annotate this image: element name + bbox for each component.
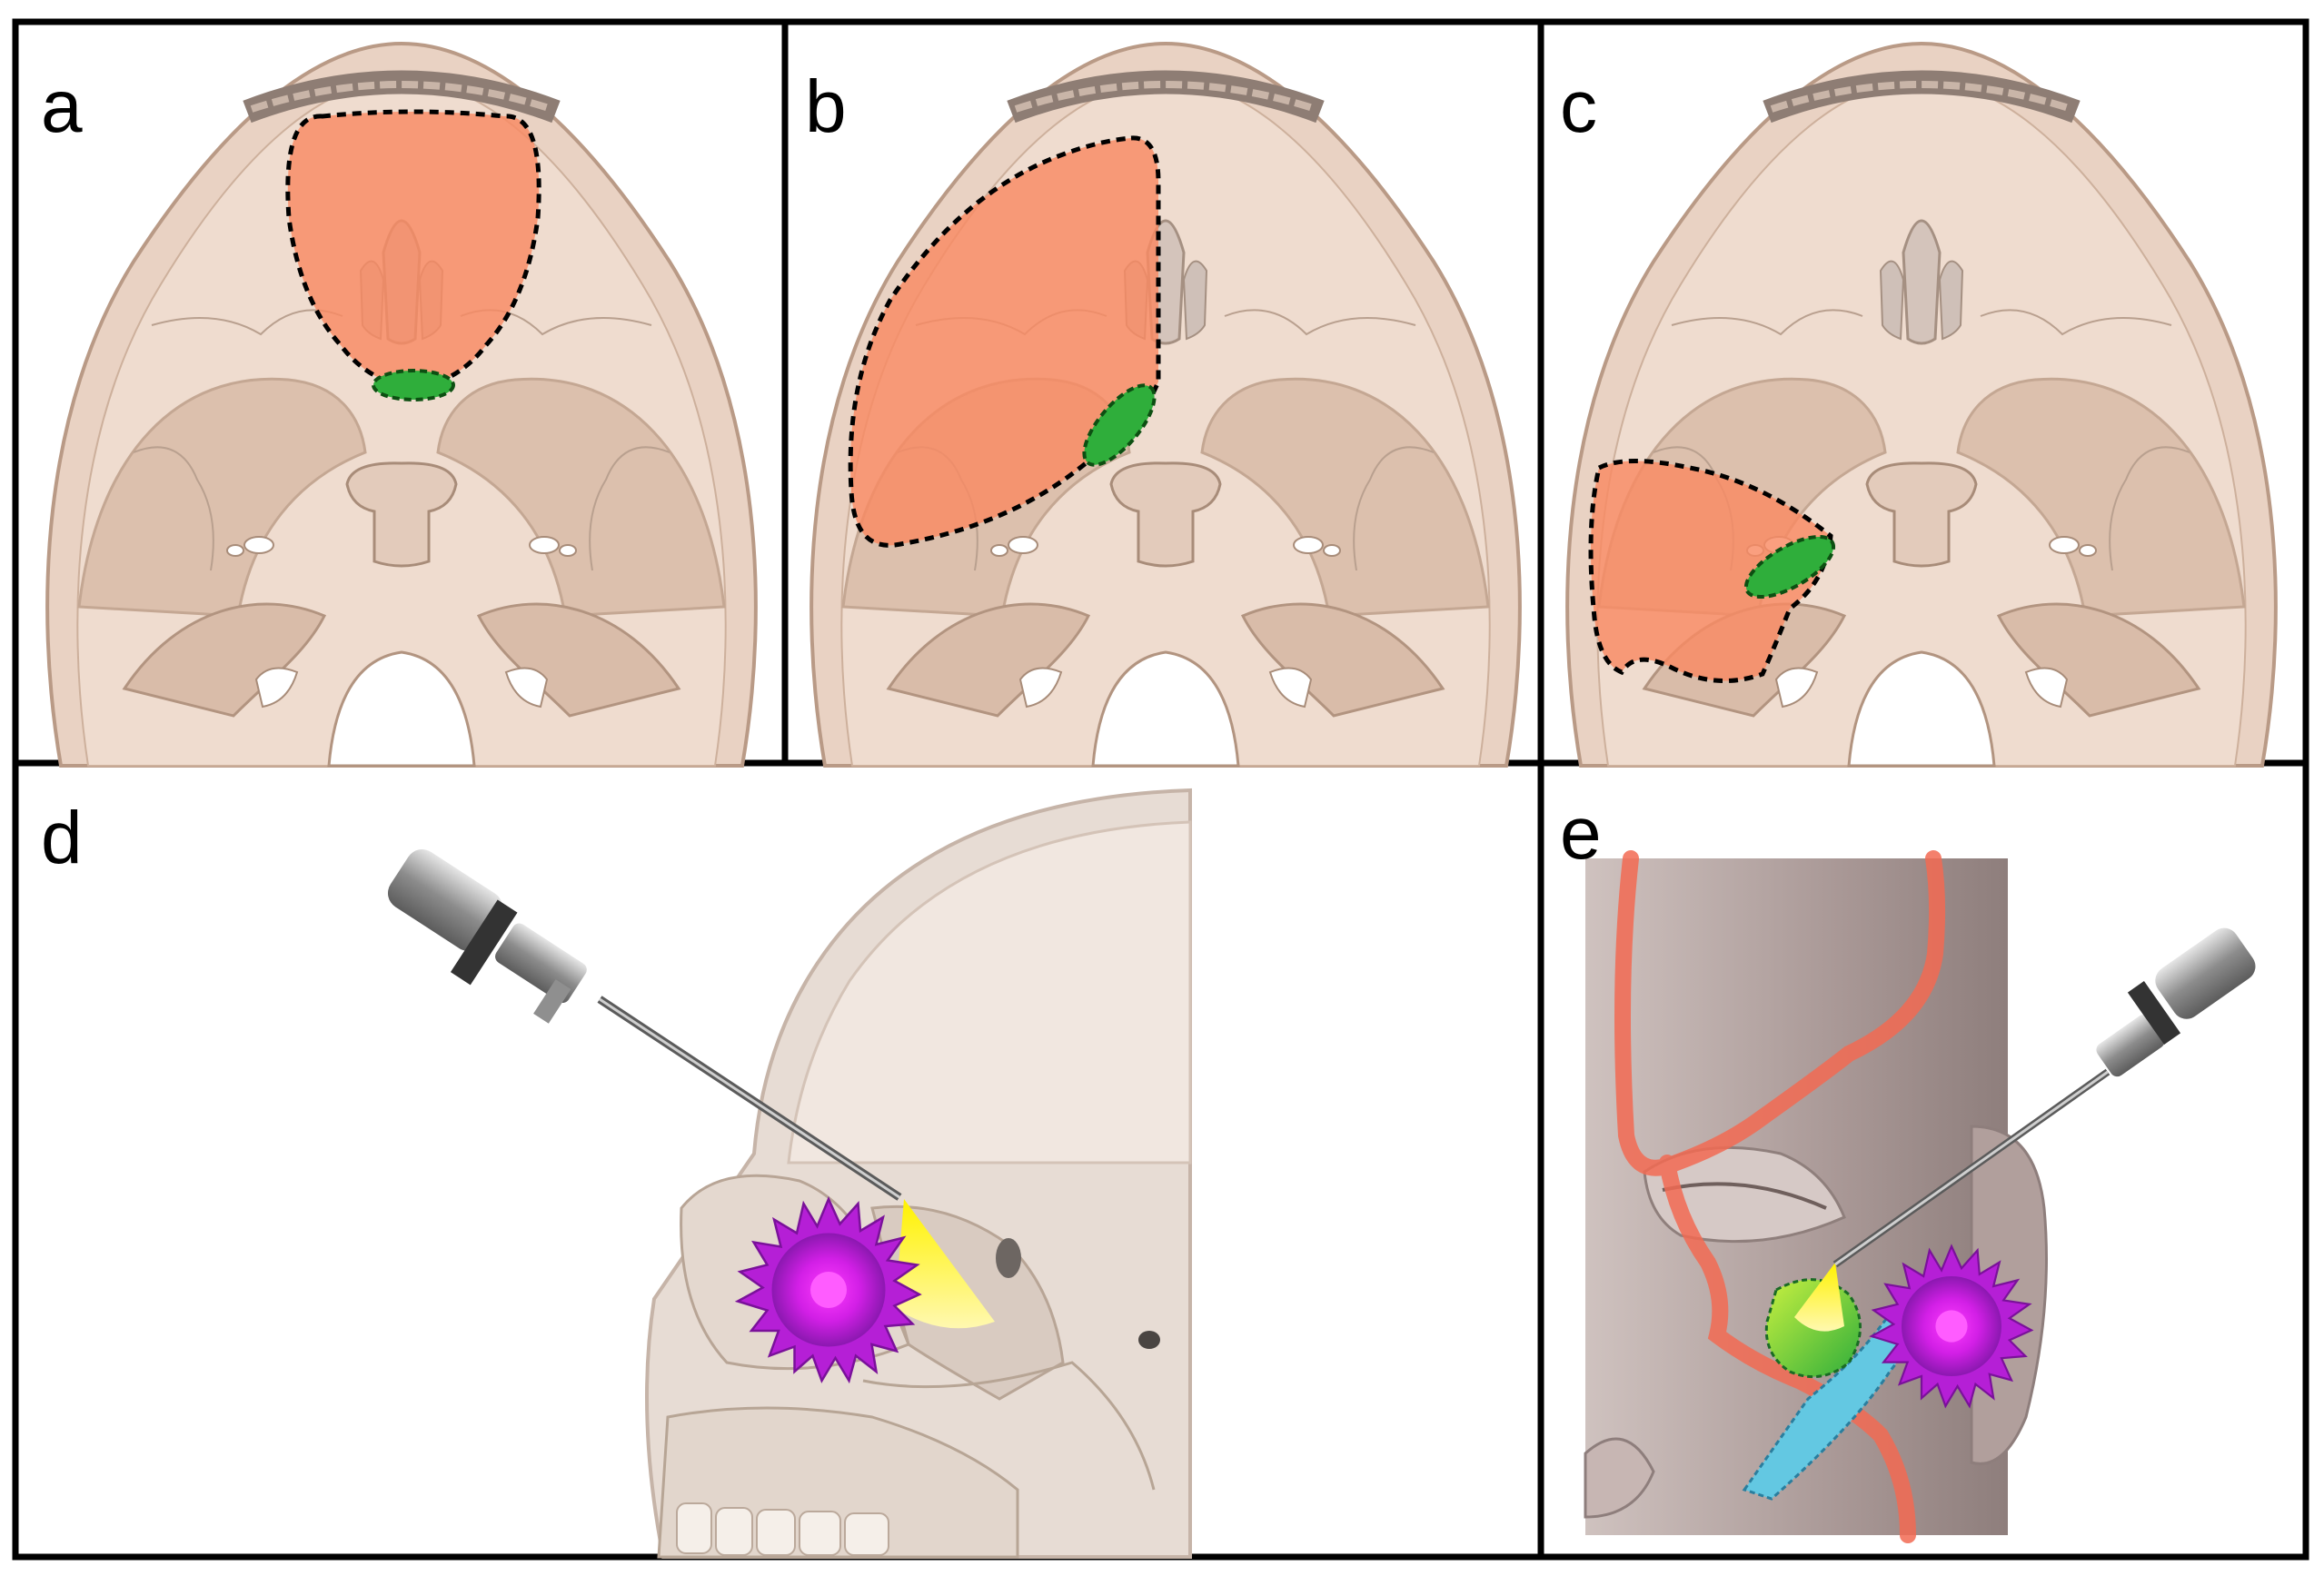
endoscope-icon <box>387 849 902 1201</box>
entry-window <box>372 369 455 401</box>
panel-label-a: a <box>41 65 83 148</box>
sagittal-skull-illustration <box>645 788 1192 1559</box>
panel-label-c: c <box>1560 65 1597 148</box>
panel-c: c <box>1560 44 2276 766</box>
light-cone <box>895 1199 995 1329</box>
resection-zone <box>1588 459 1833 683</box>
panel-label-d: d <box>41 797 83 879</box>
light-cone <box>1794 1263 1844 1332</box>
panel-d: d <box>41 788 1192 1559</box>
entry-window <box>1082 383 1157 467</box>
entry-window <box>1743 534 1836 600</box>
facial-vessel <box>1614 850 1946 1543</box>
endoscope-icon <box>1832 927 2256 1268</box>
panel-e: e <box>1560 792 2256 1543</box>
resection-zone <box>285 109 541 392</box>
panel-label-b: b <box>805 65 847 148</box>
panel-b: b <box>805 44 1520 766</box>
panel-label-e: e <box>1560 792 1602 875</box>
panel-a: a <box>41 44 756 766</box>
